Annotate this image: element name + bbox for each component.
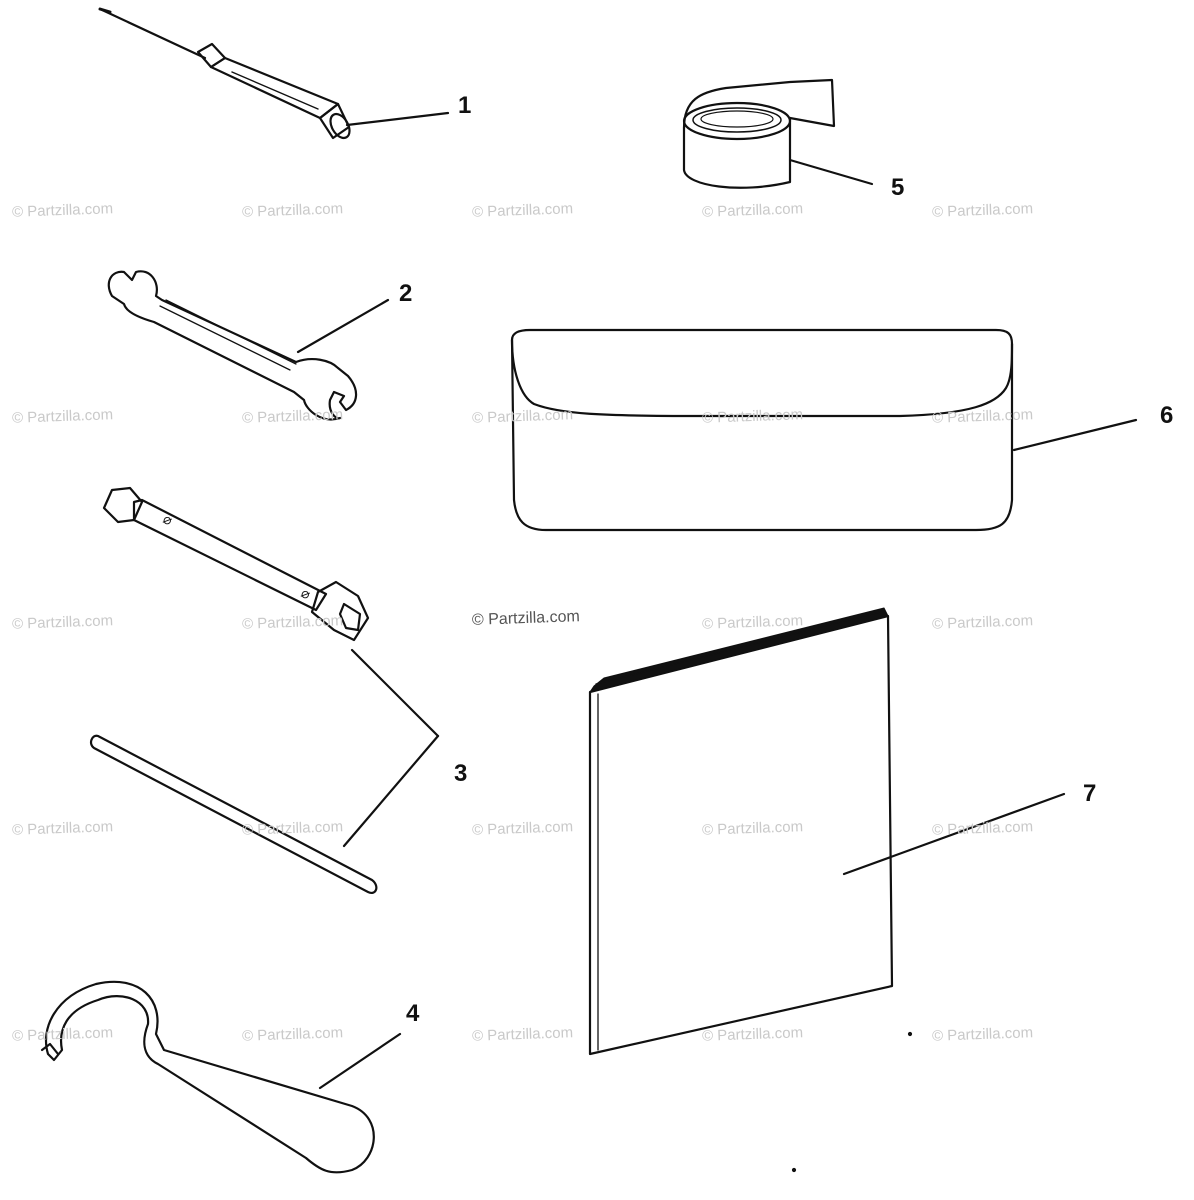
center-watermark: © Partzilla.com	[471, 608, 581, 629]
screwdriver-part[interactable]	[98, 7, 353, 141]
leader-line-3a	[350, 648, 440, 738]
watermark: © Partzilla.com	[931, 612, 1034, 633]
leader-line-1	[345, 111, 450, 127]
callout-5: 5	[891, 174, 905, 201]
hook-spanner-part[interactable]	[40, 980, 375, 1174]
callout-2: 2	[399, 280, 413, 307]
leader-line-2	[296, 298, 390, 354]
watermark: © Partzilla.com	[931, 1024, 1034, 1045]
watermark: © Partzilla.com	[241, 406, 344, 427]
leader-line-5	[788, 158, 874, 186]
spark-plug-socket-wrench-part[interactable]: ⌀ ⌀	[102, 486, 370, 642]
watermark: © Partzilla.com	[11, 612, 114, 633]
watermark: © Partzilla.com	[241, 612, 344, 633]
strap-part[interactable]	[682, 78, 836, 189]
watermark: © Partzilla.com	[701, 1024, 804, 1045]
tommy-bar-part[interactable]	[89, 734, 378, 894]
watermark: © Partzilla.com	[931, 818, 1034, 839]
callout-4: 4	[406, 1000, 420, 1027]
watermark: © Partzilla.com	[471, 1024, 574, 1045]
watermark: © Partzilla.com	[471, 818, 574, 839]
owners-manual-part[interactable]	[588, 607, 894, 1056]
leader-line-7	[842, 792, 1066, 876]
svg-text:⌀: ⌀	[299, 584, 313, 602]
watermark: © Partzilla.com	[471, 406, 574, 427]
watermark: © Partzilla.com	[241, 200, 344, 221]
watermark: © Partzilla.com	[241, 818, 344, 839]
tool-pouch-part[interactable]	[510, 328, 1014, 532]
svg-text:⌀: ⌀	[161, 510, 175, 528]
leader-line-4	[318, 1032, 402, 1090]
watermark: © Partzilla.com	[931, 406, 1034, 427]
leader-line-6	[1012, 418, 1138, 452]
watermark: © Partzilla.com	[11, 818, 114, 839]
watermark: © Partzilla.com	[701, 818, 804, 839]
watermark: © Partzilla.com	[701, 406, 804, 427]
callout-7: 7	[1083, 780, 1097, 807]
callout-3: 3	[454, 760, 468, 787]
speck	[907, 1031, 913, 1037]
watermark: © Partzilla.com	[931, 200, 1034, 221]
watermark: © Partzilla.com	[471, 200, 574, 221]
watermark: © Partzilla.com	[701, 200, 804, 221]
wrench-part[interactable]	[107, 270, 358, 421]
callout-6: 6	[1160, 402, 1174, 429]
watermark: © Partzilla.com	[701, 612, 804, 633]
watermark: © Partzilla.com	[11, 200, 114, 221]
speck	[791, 1167, 797, 1173]
watermark: © Partzilla.com	[241, 1024, 344, 1045]
callout-1: 1	[458, 92, 472, 119]
leader-line-3b	[342, 734, 440, 848]
watermark: © Partzilla.com	[11, 1024, 114, 1045]
watermark: © Partzilla.com	[11, 406, 114, 427]
